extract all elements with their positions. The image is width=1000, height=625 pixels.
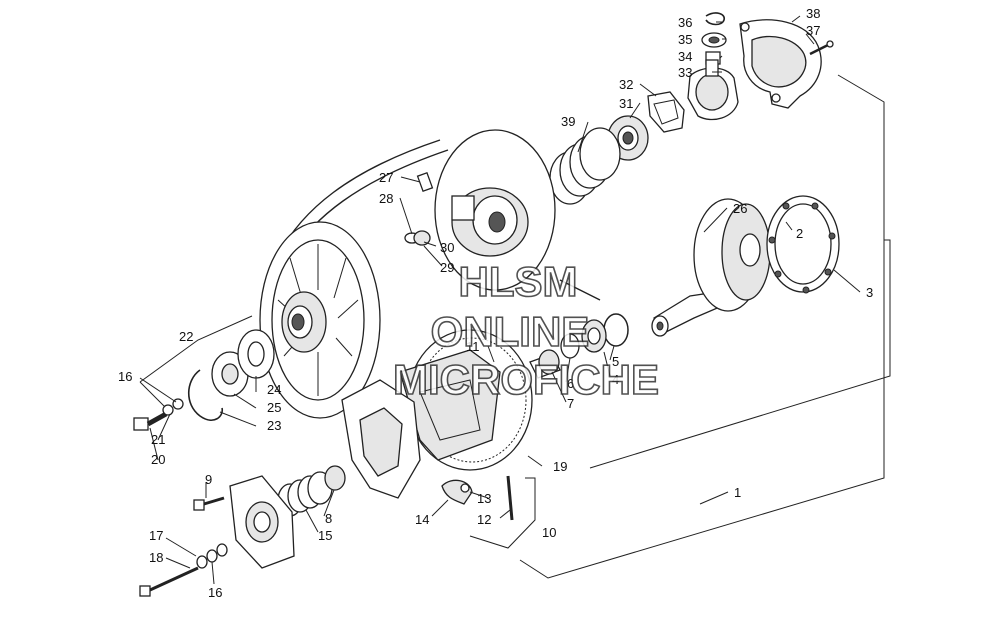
callout-15: 15	[318, 528, 332, 543]
callout-16-top: 16	[118, 369, 132, 384]
snap-ring-23	[187, 369, 224, 421]
callout-30: 30	[440, 240, 454, 255]
callout-27: 27	[379, 170, 393, 185]
fixed-sheave	[259, 221, 381, 419]
callout-21: 21	[151, 432, 165, 447]
callout-26: 26	[733, 201, 747, 216]
callout-20: 20	[151, 452, 165, 467]
callout-4: 4	[612, 372, 619, 387]
callout-19: 19	[553, 459, 567, 474]
callout-13: 13	[477, 491, 491, 506]
callout-25: 25	[267, 400, 281, 415]
assembly-bracket-1	[519, 74, 891, 579]
callout-labels: 1 2 3 4 5 6 7 8 9 10 11 12 13 14 15 16 1…	[118, 6, 873, 600]
callout-11: 11	[466, 339, 480, 354]
cover-plate-3	[766, 195, 840, 294]
assembly-bracket-22	[139, 315, 253, 411]
callout-leaders	[139, 15, 861, 585]
callout-29: 29	[440, 260, 454, 275]
callout-22: 22	[179, 329, 193, 344]
cover-38	[739, 19, 822, 109]
callout-8: 8	[325, 511, 332, 526]
callout-6: 6	[567, 376, 574, 391]
shoe-14	[441, 479, 473, 505]
bolt-20	[133, 411, 168, 431]
washers-21	[162, 398, 184, 416]
watermark-line-1: HLSM	[459, 258, 578, 305]
callout-17: 17	[149, 528, 163, 543]
callout-7: 7	[567, 396, 574, 411]
callout-37: 37	[806, 23, 820, 38]
cap-plate	[229, 475, 295, 569]
retainer-32	[647, 91, 685, 133]
snap-ring-36	[705, 12, 726, 26]
callout-31: 31	[619, 96, 633, 111]
roller-30	[413, 230, 431, 246]
callout-10: 10	[542, 525, 556, 540]
bolt-9	[193, 496, 225, 511]
callout-12: 12	[477, 512, 491, 527]
callout-5: 5	[612, 354, 619, 369]
watermark-line-2: ONLINE	[431, 308, 590, 355]
callout-18: 18	[149, 550, 163, 565]
callout-35: 35	[678, 32, 692, 47]
callout-28: 28	[379, 191, 393, 206]
spring-39	[549, 127, 621, 205]
roller-13	[460, 483, 470, 493]
callout-3: 3	[866, 285, 873, 300]
callout-34: 34	[678, 49, 692, 64]
o-ring-4	[603, 313, 629, 347]
washer-24	[237, 329, 275, 379]
callout-14: 14	[415, 512, 429, 527]
callout-39: 39	[561, 114, 575, 129]
bushing-8	[324, 465, 346, 491]
moveable-sheave	[434, 129, 556, 291]
bolt-37	[809, 40, 834, 56]
callout-9: 9	[205, 472, 212, 487]
callout-16-bottom: 16	[208, 585, 222, 600]
callout-2: 2	[796, 226, 803, 241]
long-bolt-18	[139, 566, 199, 597]
fixed-face-sheave	[693, 198, 771, 312]
watermark: HLSM ONLINE MICROFICHE	[392, 257, 660, 404]
callout-36: 36	[678, 15, 692, 30]
callout-23: 23	[267, 418, 281, 433]
watermark-line-3: MICROFICHE	[393, 356, 659, 403]
callout-38: 38	[806, 6, 820, 21]
callout-1: 1	[734, 485, 741, 500]
washer-35	[701, 32, 727, 48]
clutch-housing-19	[399, 329, 533, 471]
assembly-bracket-10	[469, 477, 536, 549]
spider-33	[687, 59, 739, 121]
bearing-5	[581, 319, 607, 353]
pin-27	[416, 171, 434, 193]
spider-bracket	[341, 379, 421, 499]
callout-32: 32	[619, 77, 633, 92]
screw-12	[506, 475, 514, 521]
callout-33: 33	[678, 65, 692, 80]
callout-24: 24	[267, 382, 281, 397]
